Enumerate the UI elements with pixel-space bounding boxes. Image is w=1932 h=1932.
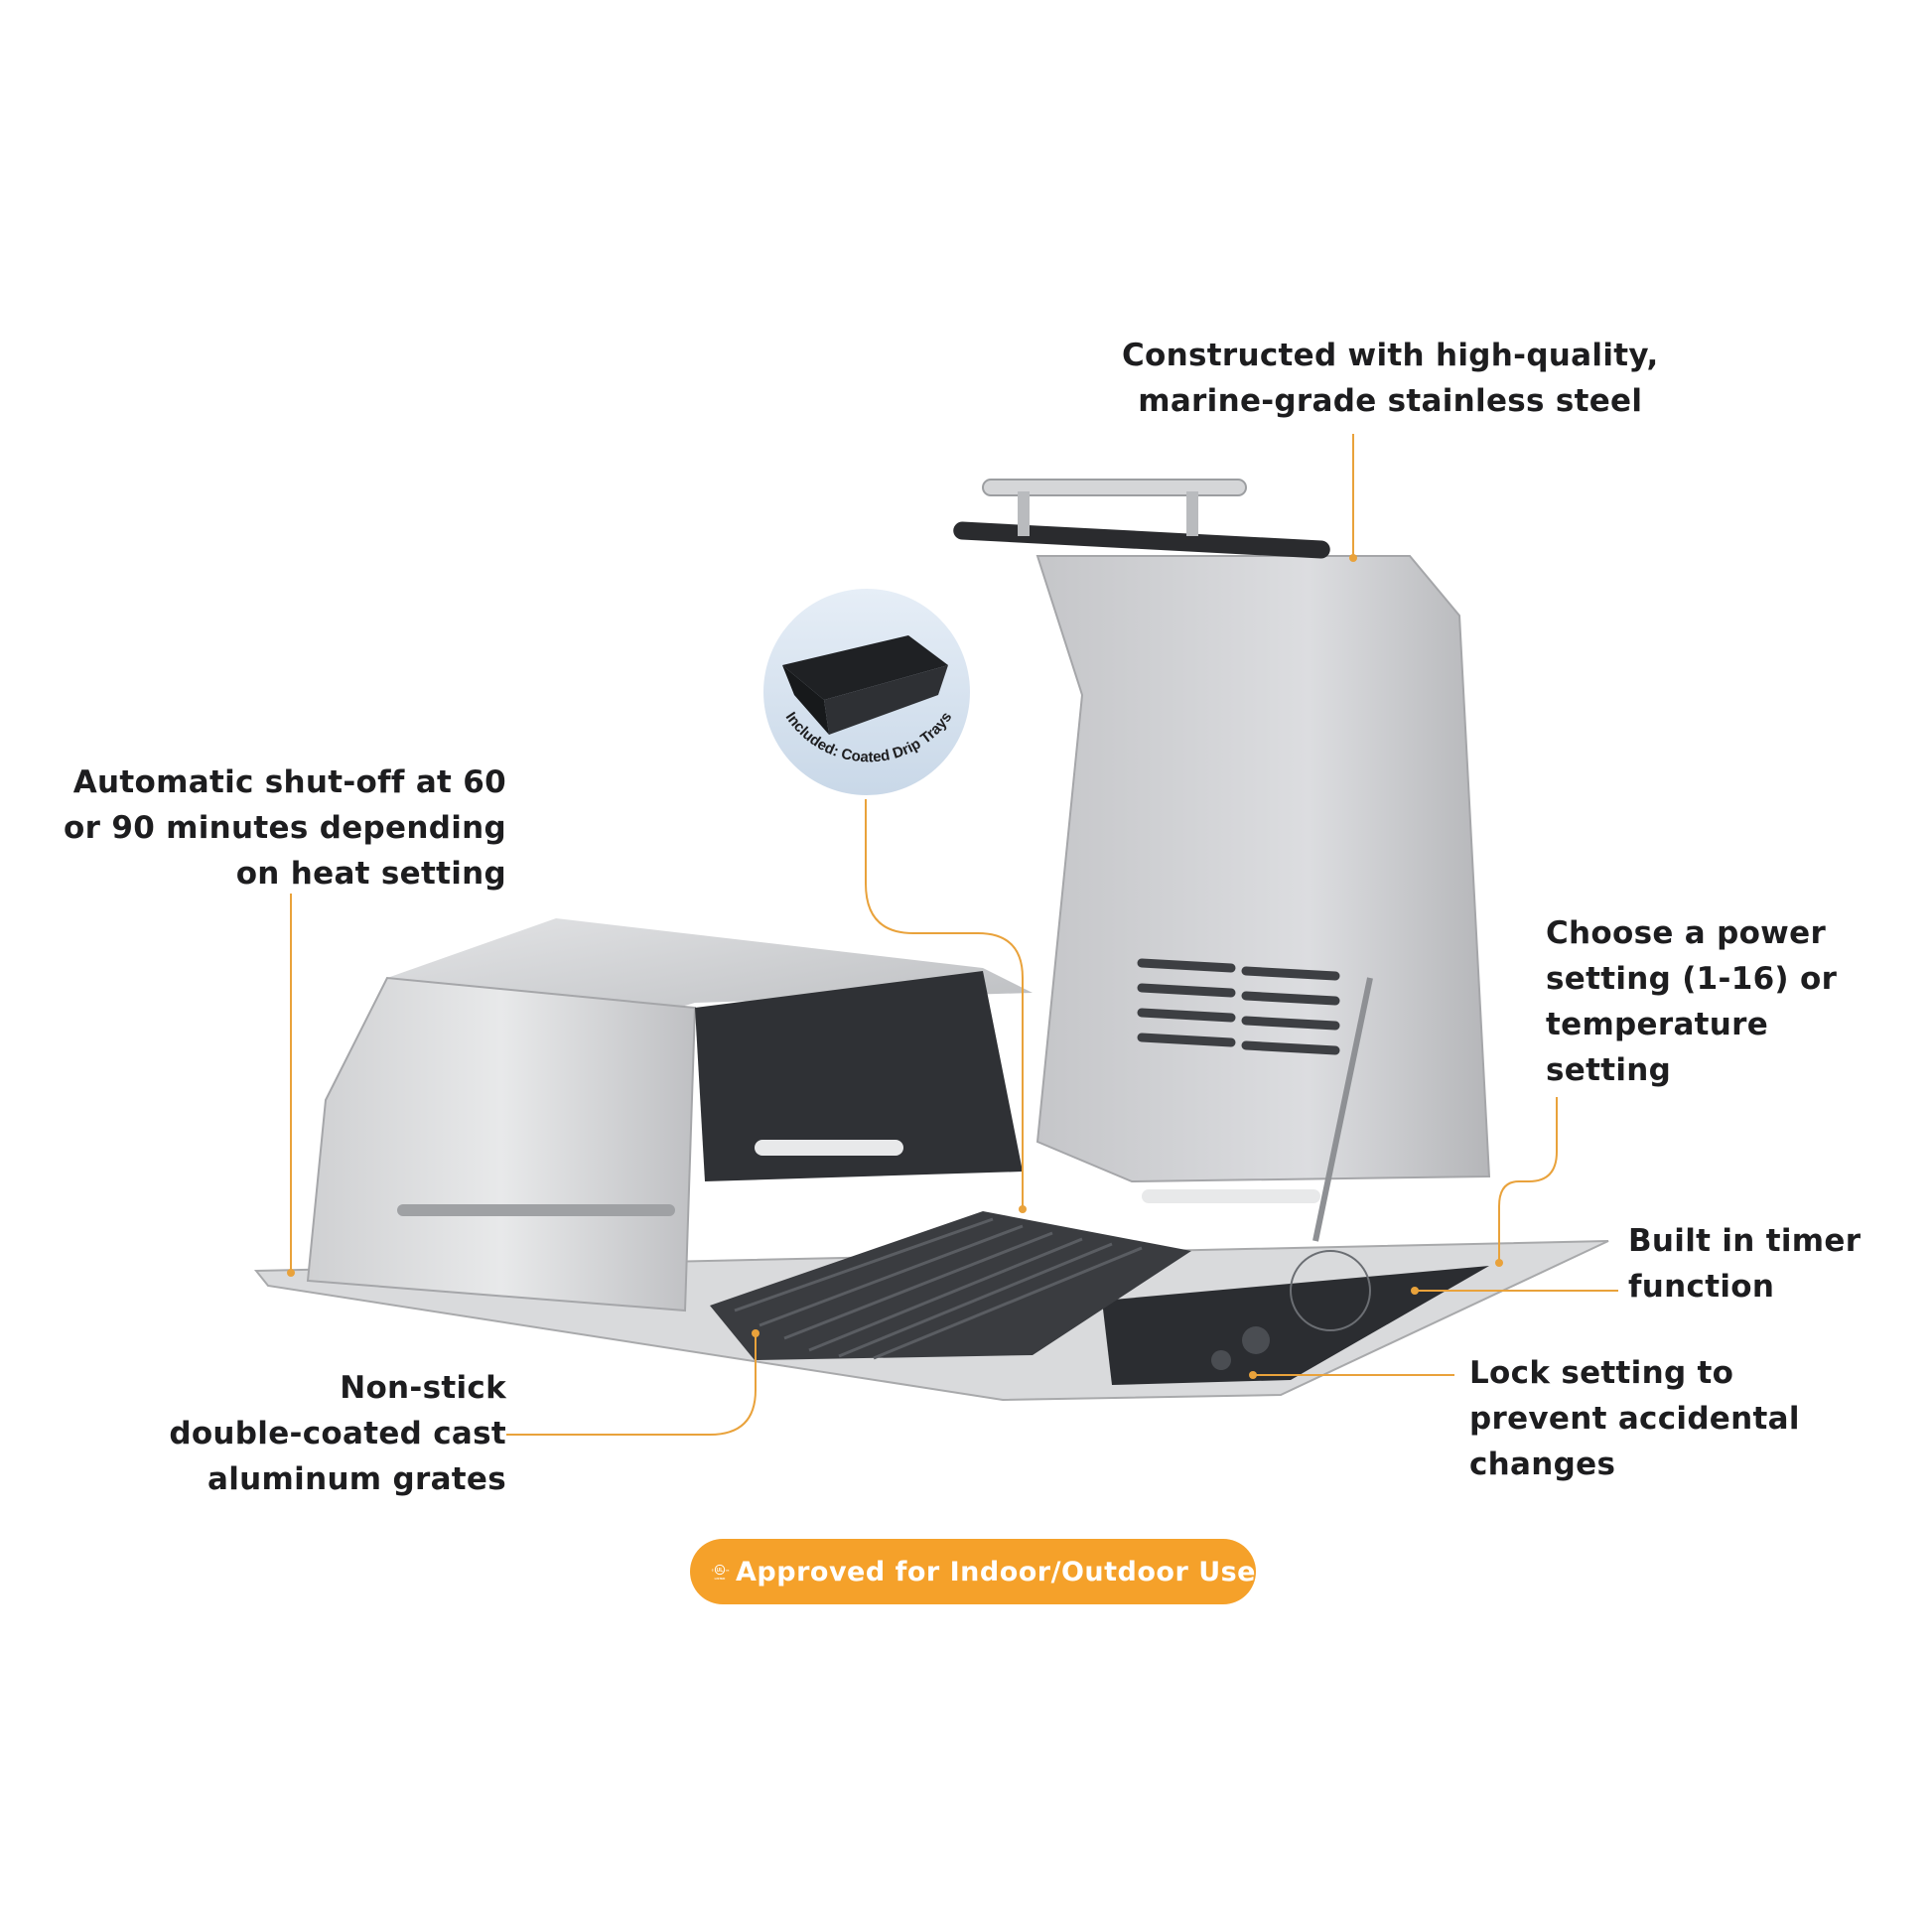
svg-text:c: c [712,1568,714,1572]
right-lid-edge [953,521,1330,559]
callout-timer-line: function [1628,1269,1775,1305]
vent-slots [1137,958,1340,1055]
lid-support-arm [1312,977,1373,1242]
callout-timer-line: Built in timer [1628,1223,1862,1259]
callout-lock: Lock setting to prevent accidental chang… [1469,1350,1800,1487]
callout-lock-line: changes [1469,1447,1616,1482]
callout-grates: Non-stick double-coated cast aluminum gr… [169,1365,506,1502]
left-lid-handle [397,1204,675,1216]
left-lid-opening [695,971,1023,1181]
callout-shutoff-line: or 90 minutes depending [64,810,506,846]
callout-lock-line: Lock setting to [1469,1355,1734,1391]
badge-label: Approved for Indoor/Outdoor Use [736,1556,1256,1587]
callout-steel-line: marine-grade stainless steel [1138,383,1643,419]
callout-power-line: setting [1546,1052,1672,1088]
svg-text:UL: UL [717,1568,724,1574]
callout-power-line: Choose a power [1546,915,1827,951]
callout-power-line: setting (1-16) or [1546,961,1838,997]
hinge-rod [755,1140,903,1156]
callout-shutoff: Automatic shut-off at 60 or 90 minutes d… [64,759,506,897]
callout-shutoff-line: on heat setting [235,856,506,892]
drip-tray-icon [782,635,948,735]
callout-grates-line: aluminum grates [207,1461,506,1497]
right-lid [1035,555,1491,1183]
callout-grates-line: Non-stick [340,1370,506,1406]
left-lid-front [306,976,697,1312]
callout-grates-line: double-coated cast [169,1416,506,1451]
callout-power: Choose a power setting (1-16) or tempera… [1546,910,1837,1093]
callout-lock-line: prevent accidental [1469,1401,1800,1437]
grill-grate [710,1211,1191,1360]
leader-grates [506,1335,757,1436]
callout-steel-line: Constructed with high-quality, [1122,338,1659,373]
callout-power-line: temperature [1546,1007,1769,1042]
control-dot [1211,1350,1231,1370]
control-ring [1290,1250,1371,1331]
callout-timer: Built in timer function [1628,1218,1861,1310]
approval-badge: UL c us LISTED Approved for Indoor/Outdo… [690,1539,1256,1604]
svg-text:us: us [726,1568,730,1572]
top-handle [982,479,1247,536]
callout-steel: Constructed with high-quality, marine-gr… [1122,333,1659,424]
leader-tray [865,799,1024,1206]
svg-text:LISTED: LISTED [715,1577,727,1581]
right-lid-hinge-rod [1142,1189,1320,1203]
control-panel [1102,1266,1489,1385]
callout-shutoff-line: Automatic shut-off at 60 [72,764,506,800]
control-dot [1242,1326,1270,1354]
leader-power [1498,1097,1558,1261]
ul-listed-icon: UL c us LISTED [712,1564,730,1581]
